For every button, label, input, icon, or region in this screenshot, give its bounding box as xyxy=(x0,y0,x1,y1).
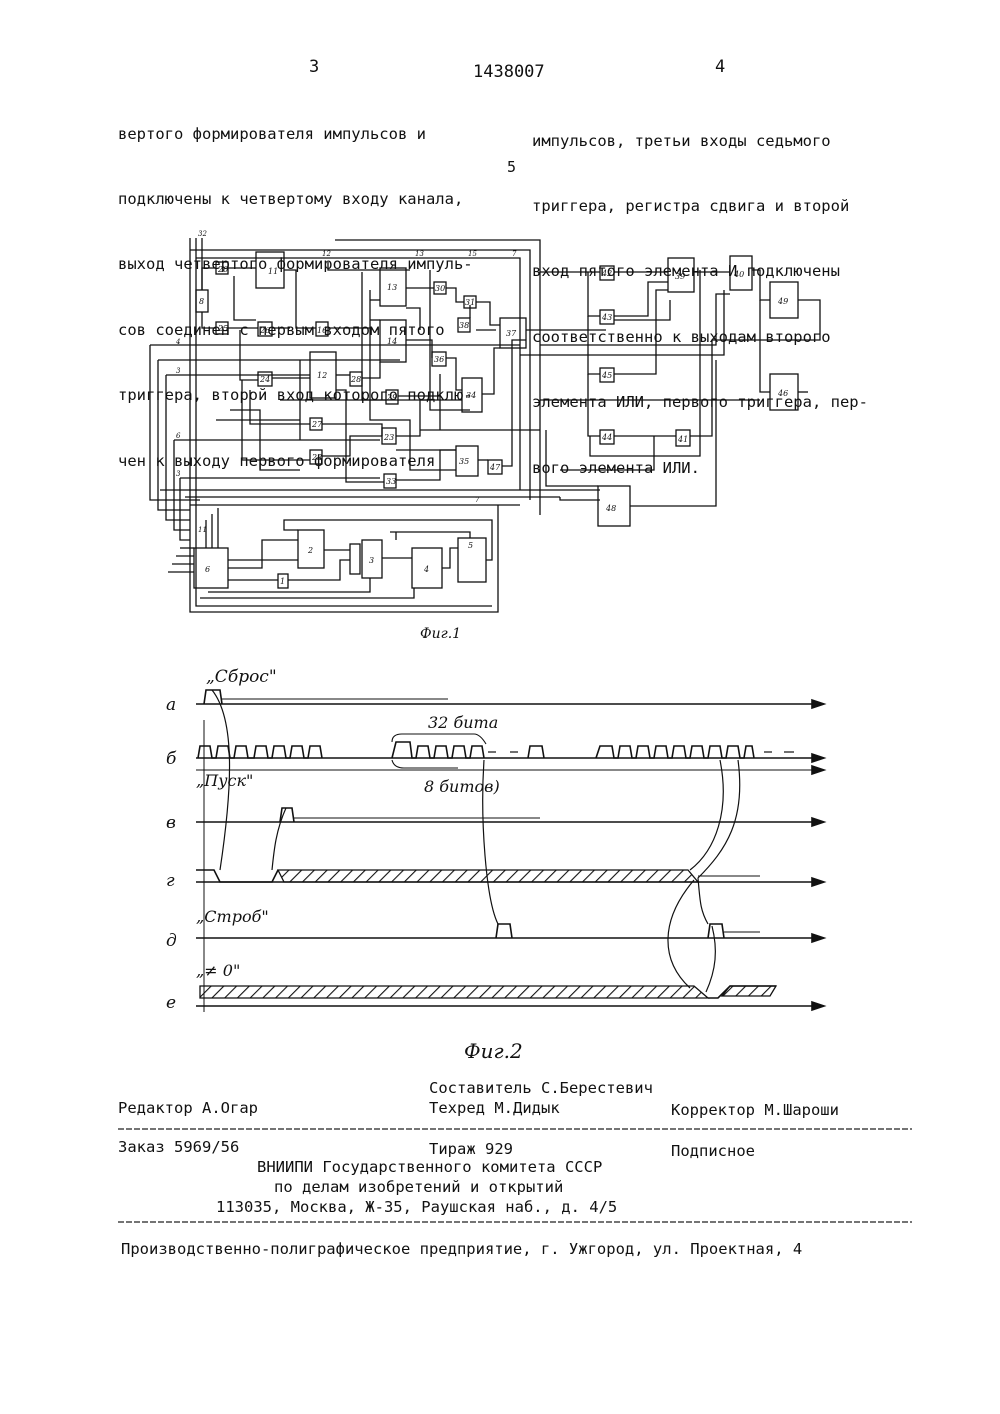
bus-label: 7 xyxy=(512,250,517,258)
block-label: 6 xyxy=(205,565,210,574)
start-label: „Пуск" xyxy=(196,771,253,790)
nonzero-label: „≠ 0" xyxy=(196,961,240,980)
reset-label: „Сброс" xyxy=(206,667,277,687)
block-label: 46 xyxy=(777,389,788,398)
block-label: 33 xyxy=(386,477,396,486)
bus-label: 6 xyxy=(176,432,181,440)
block-label: 43 xyxy=(601,313,612,322)
block-label: 1 xyxy=(280,577,285,586)
block-label: 26 xyxy=(259,326,270,335)
block-label: 22 xyxy=(311,453,322,462)
figure2-labels: а б в г д е „Сброс" 32 бита 8 битов) „Пу… xyxy=(166,667,523,1063)
bits32-label: 32 бита xyxy=(428,713,498,732)
block-label: 4 xyxy=(423,565,429,574)
row-label: е xyxy=(166,993,176,1013)
row-label: д xyxy=(166,931,177,951)
block-label: 40 xyxy=(733,270,744,279)
row-label: г xyxy=(166,871,175,891)
block-label: 28 xyxy=(350,375,361,384)
row-label: а xyxy=(166,695,176,715)
block-label: 38 xyxy=(459,321,469,330)
printer: Производственно-полиграфическое предприя… xyxy=(121,1238,802,1261)
address: 113035, Москва, Ж-35, Раушская наб., д. … xyxy=(216,1196,617,1219)
bus-label: 7 xyxy=(475,496,480,504)
block-label: 44 xyxy=(601,433,612,442)
order: Заказ 5969/56 xyxy=(118,1136,239,1159)
block-label: 14 xyxy=(387,337,397,346)
block-label: 3 xyxy=(369,556,374,565)
block-label: 8 xyxy=(199,297,204,306)
block-label: 29 xyxy=(386,393,397,402)
figure1-block-diagram xyxy=(150,238,820,612)
block-label: 13 xyxy=(387,283,397,292)
block-label: 48 xyxy=(605,504,616,513)
bus-label: 12 xyxy=(322,250,331,258)
block-label: 5 xyxy=(468,541,473,550)
bus-label: 11 xyxy=(198,526,207,534)
block-label: 25 xyxy=(217,324,228,333)
bus-label: 15 xyxy=(468,250,477,258)
techred: Техред М.Дидык xyxy=(429,1097,560,1120)
block-label: 36 xyxy=(434,355,444,364)
block-label: 27 xyxy=(311,420,323,429)
block-label: 45 xyxy=(601,371,612,380)
block-label: 16 xyxy=(317,326,327,335)
block-label: 2 xyxy=(307,546,313,555)
row-label: б xyxy=(166,749,177,769)
block-label: 47 xyxy=(489,463,501,472)
figure2-caption: Фиг.2 xyxy=(464,1039,523,1063)
block-label: 35 xyxy=(459,457,469,466)
bus-label: 32 xyxy=(198,230,207,238)
block-label: 12 xyxy=(317,371,327,380)
block-label: 11 xyxy=(268,267,278,276)
block-label: 42 xyxy=(601,269,612,278)
bus-label: 4 xyxy=(175,338,180,346)
block-label: 23 xyxy=(383,433,394,442)
strobe-label: „Строб" xyxy=(196,907,269,926)
row-label: в xyxy=(166,813,176,833)
block-label: 30 xyxy=(435,284,445,293)
bus-label: 3 xyxy=(176,367,181,375)
block-label: 39 xyxy=(675,272,685,281)
block-label: 41 xyxy=(677,435,688,444)
editor: Редактор А.Огар xyxy=(118,1097,258,1120)
figure1-caption: Фиг.1 xyxy=(420,626,461,642)
block-label: 20 xyxy=(217,265,228,274)
block-label: 31 xyxy=(465,298,475,307)
bus-label: 3 xyxy=(176,470,181,478)
bits8-label: 8 битов) xyxy=(424,777,500,796)
figure2-timing-diagram xyxy=(196,690,824,1012)
corrector: Корректор М.Шароши xyxy=(671,1099,839,1122)
block-label: 34 xyxy=(466,391,476,400)
bus-label: 13 xyxy=(415,250,424,258)
block-label: 24 xyxy=(259,375,270,384)
block-label: 37 xyxy=(506,329,517,338)
block-label: 49 xyxy=(777,297,788,306)
subscription: Подписное xyxy=(671,1140,755,1163)
